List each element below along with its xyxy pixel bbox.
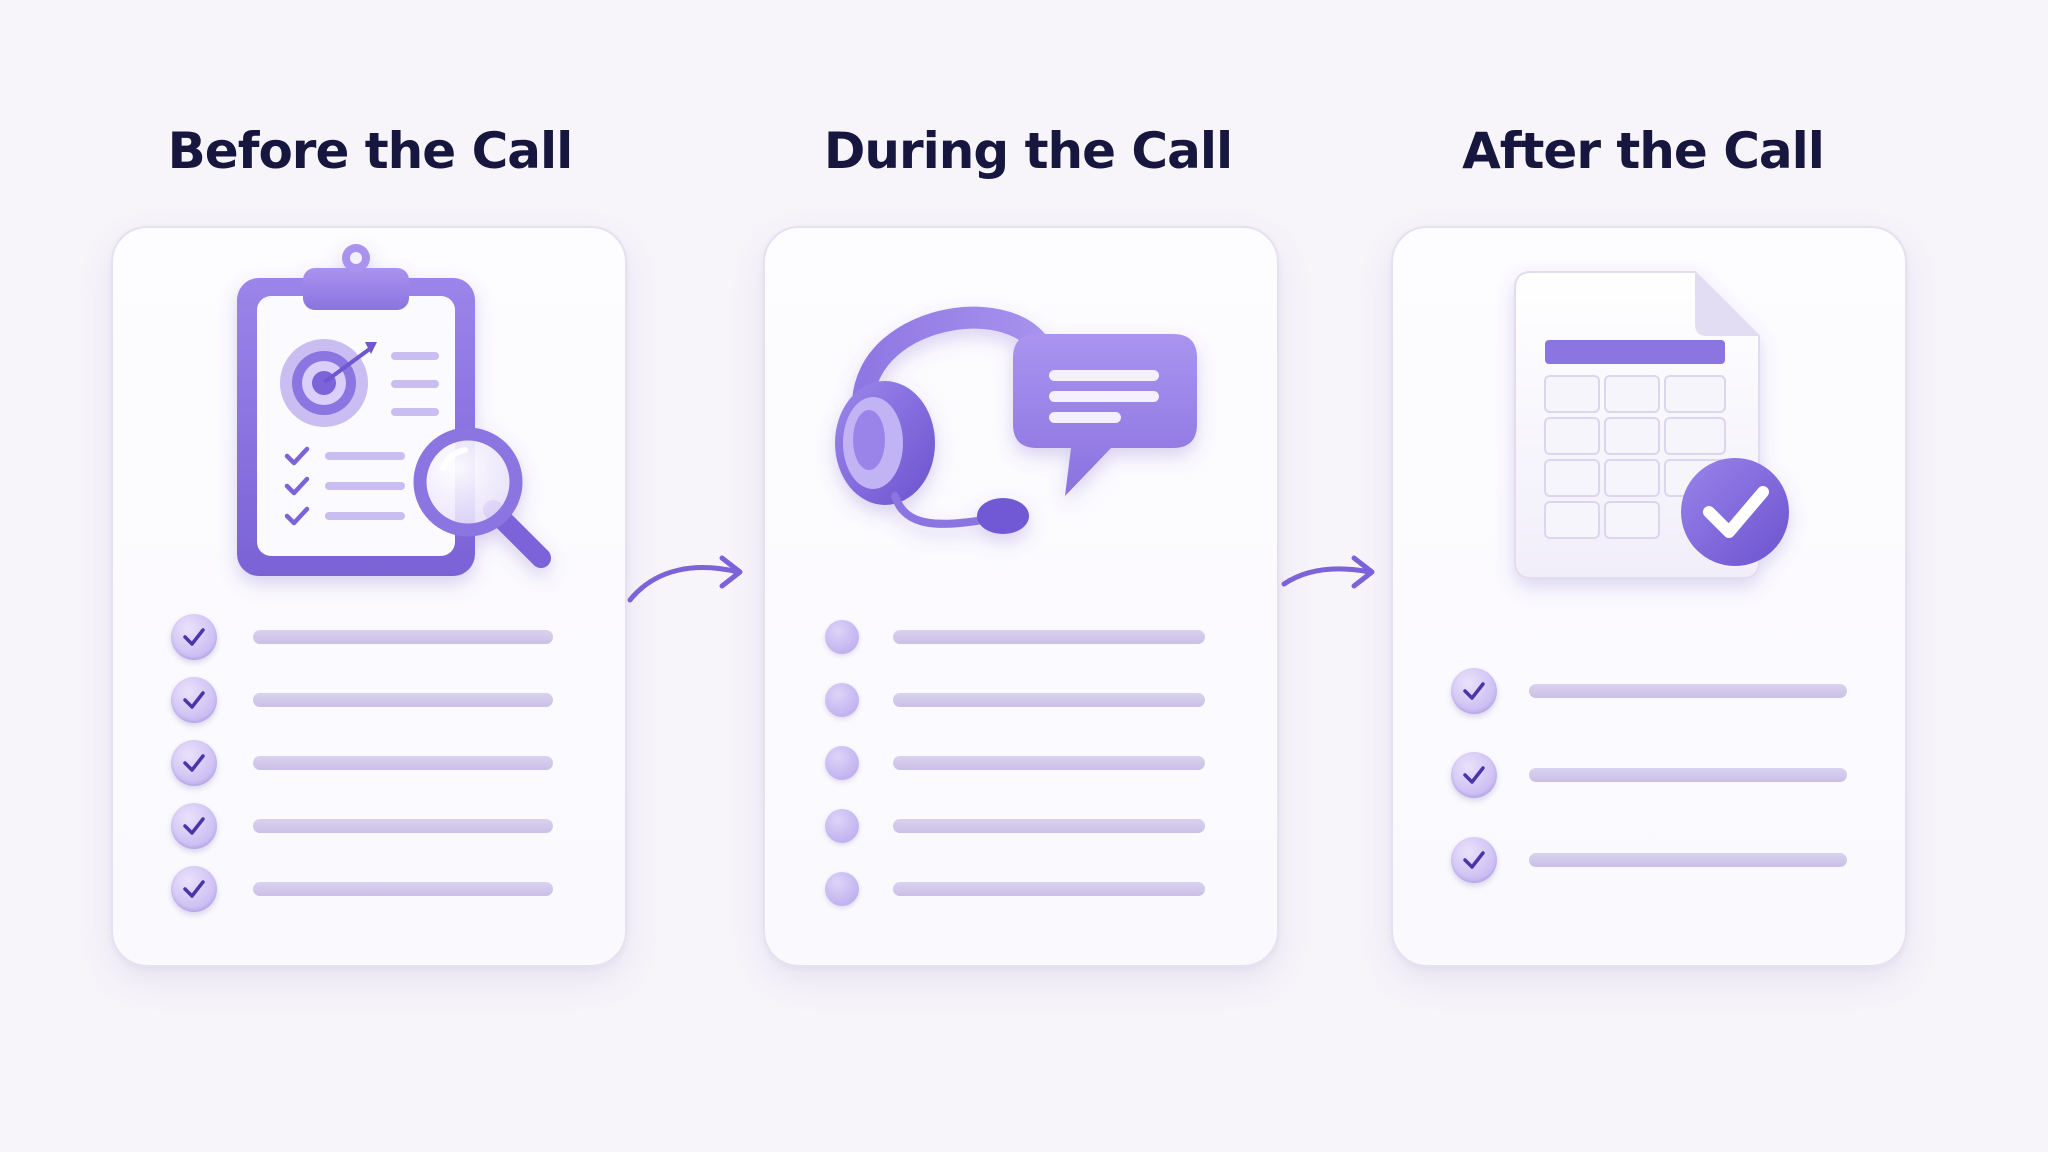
bullet-dot bbox=[825, 872, 859, 906]
stage-title-after: After the Call bbox=[1462, 122, 1825, 180]
arrow-right-icon bbox=[627, 555, 743, 603]
list-item bbox=[1393, 668, 1905, 718]
clipboard-target-magnifier-icon bbox=[237, 244, 551, 576]
stage-card-after bbox=[1391, 226, 1907, 967]
placeholder-line bbox=[893, 756, 1205, 770]
bullet-dot bbox=[825, 683, 859, 717]
list-item bbox=[113, 740, 625, 790]
placeholder-line bbox=[1529, 853, 1847, 867]
list-item bbox=[765, 866, 1277, 916]
list-item bbox=[765, 740, 1277, 790]
placeholder-line bbox=[893, 882, 1205, 896]
check-circle-icon bbox=[171, 803, 217, 849]
check-circle-icon bbox=[171, 677, 217, 723]
list-item bbox=[113, 866, 625, 916]
list-item bbox=[1393, 837, 1905, 887]
bullet-dot bbox=[825, 746, 859, 780]
list-item bbox=[765, 803, 1277, 853]
placeholder-line bbox=[253, 756, 553, 770]
list-item bbox=[113, 803, 625, 853]
check-circle-icon bbox=[171, 740, 217, 786]
placeholder-line bbox=[893, 693, 1205, 707]
placeholder-line bbox=[253, 882, 553, 896]
list-item bbox=[113, 677, 625, 727]
placeholder-line bbox=[1529, 768, 1847, 782]
headset-chat-bubble-icon bbox=[835, 306, 1197, 534]
check-circle-icon bbox=[171, 866, 217, 912]
stage-title-before: Before the Call bbox=[167, 122, 574, 180]
check-circle-icon bbox=[1451, 752, 1497, 798]
stage-title-during: During the Call bbox=[823, 122, 1233, 180]
list-item bbox=[113, 614, 625, 664]
bullet-dot bbox=[825, 809, 859, 843]
arrow-right-icon bbox=[1281, 555, 1375, 589]
list-item bbox=[765, 677, 1277, 727]
placeholder-line bbox=[253, 819, 553, 833]
check-circle-icon bbox=[171, 614, 217, 660]
check-circle-icon bbox=[1451, 668, 1497, 714]
placeholder-line bbox=[893, 819, 1205, 833]
placeholder-line bbox=[253, 630, 553, 644]
placeholder-line bbox=[1529, 684, 1847, 698]
list-item bbox=[765, 614, 1277, 664]
stage-card-during bbox=[763, 226, 1279, 967]
stage-card-before bbox=[111, 226, 627, 967]
spreadsheet-check-icon bbox=[1514, 271, 1789, 579]
placeholder-line bbox=[893, 630, 1205, 644]
list-item bbox=[1393, 752, 1905, 802]
bullet-dot bbox=[825, 620, 859, 654]
check-circle-icon bbox=[1451, 837, 1497, 883]
placeholder-line bbox=[253, 693, 553, 707]
